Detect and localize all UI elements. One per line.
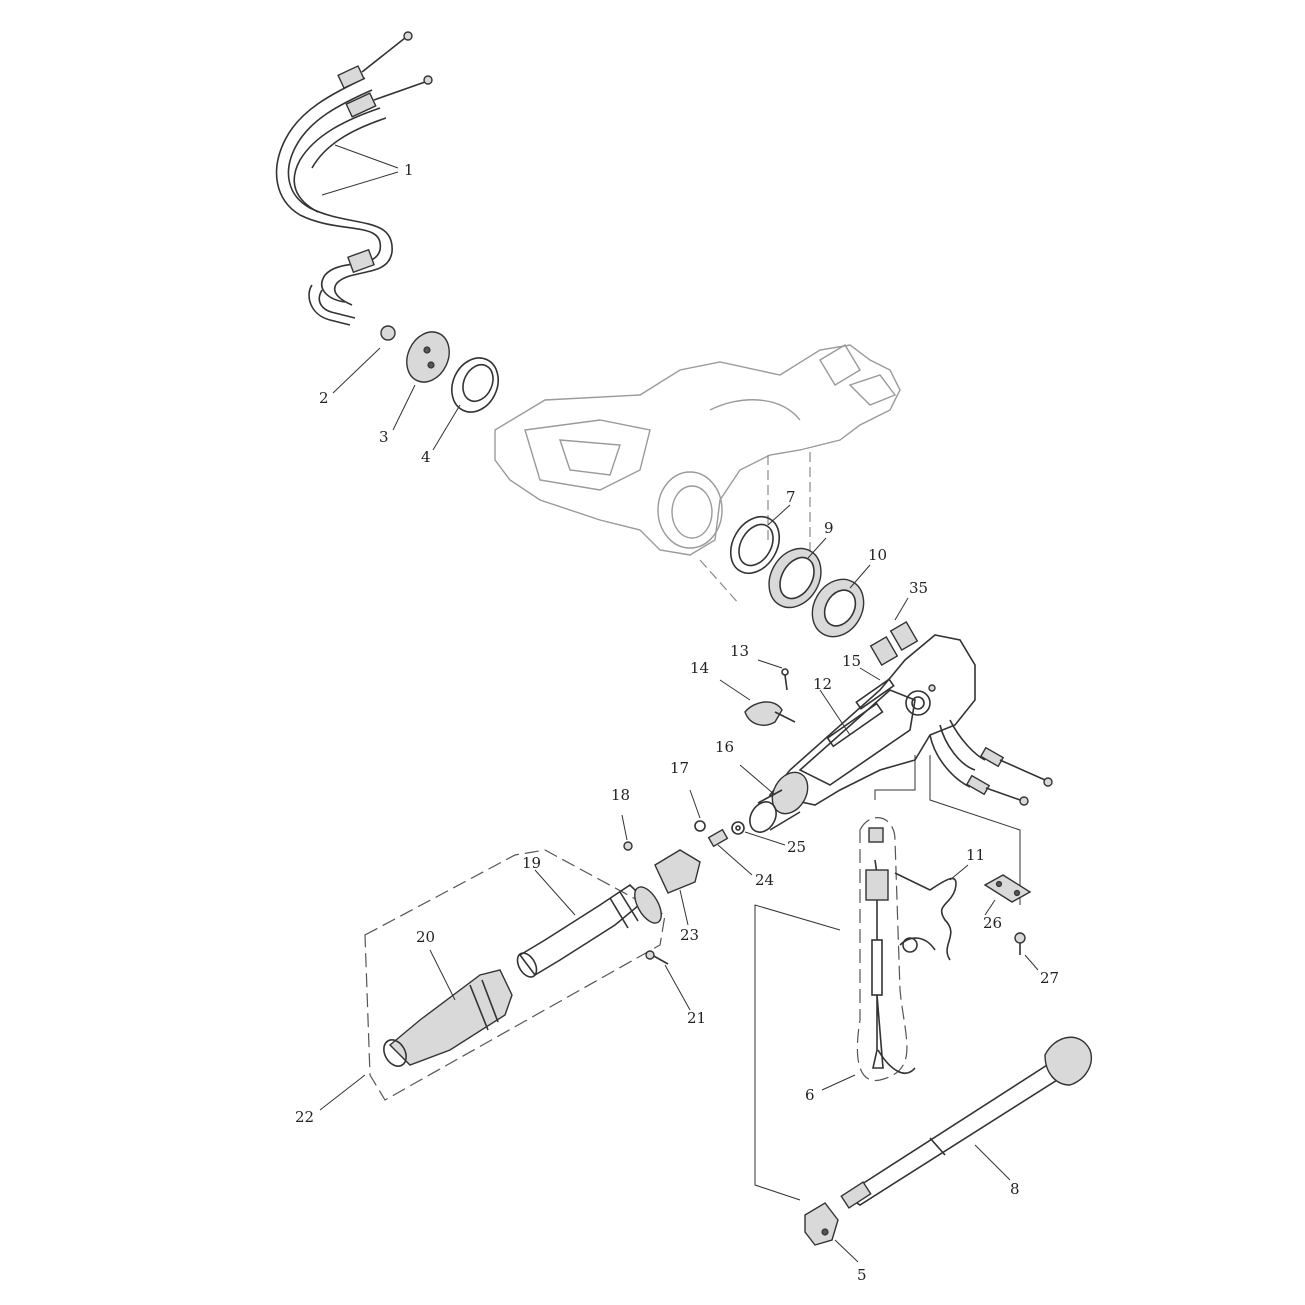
part-5-clip xyxy=(804,1202,859,1263)
callout-19: 19 xyxy=(522,854,541,872)
part-9-washer xyxy=(768,537,827,609)
callout-15: 15 xyxy=(842,652,861,670)
part-35-bolt xyxy=(894,597,909,621)
callout-9: 9 xyxy=(824,519,834,537)
callout-10: 10 xyxy=(868,546,887,564)
part-1-cables xyxy=(275,31,433,326)
callout-25: 25 xyxy=(787,838,806,856)
part-3-plate xyxy=(392,331,450,431)
callout-5: 5 xyxy=(857,1266,867,1284)
part-25-washer xyxy=(731,821,786,846)
callout-2: 2 xyxy=(319,389,329,407)
part-20-grip xyxy=(383,949,513,1067)
part-12-tiller-body xyxy=(749,621,1053,833)
part-21-screw xyxy=(645,950,691,1011)
part-10-bushing xyxy=(811,564,871,638)
callout-13: 13 xyxy=(730,642,749,660)
callout-18: 18 xyxy=(611,786,630,804)
callout-35: 35 xyxy=(909,579,928,597)
part-19-grip-shaft xyxy=(516,869,662,978)
part-14-knob xyxy=(719,679,796,726)
part-8-shaft xyxy=(840,1036,1092,1209)
callout-24: 24 xyxy=(755,871,774,889)
callout-27: 27 xyxy=(1040,969,1059,987)
callout-labels: 1 2 3 4 5 6 7 8 9 10 11 12 13 14 15 16 1… xyxy=(295,161,1059,1284)
callout-4: 4 xyxy=(421,448,431,466)
part-15-label-lead xyxy=(859,667,881,681)
callout-3: 3 xyxy=(379,428,389,446)
part-17-washer xyxy=(689,789,706,832)
callout-16: 16 xyxy=(715,738,734,756)
callout-14: 14 xyxy=(690,659,709,677)
bracket-housing-outline xyxy=(494,344,901,556)
part-2-nut xyxy=(332,325,396,394)
callout-6: 6 xyxy=(805,1086,815,1104)
part-4-bushing xyxy=(432,357,499,451)
callout-17: 17 xyxy=(670,759,689,777)
callout-20: 20 xyxy=(416,928,435,946)
handle-assembly-outline xyxy=(754,755,1021,1201)
part-13-pin xyxy=(757,659,789,691)
part-27-screw xyxy=(1014,932,1039,971)
callout-7: 7 xyxy=(786,488,796,506)
assembly-guide-lines xyxy=(699,452,811,606)
part-6-stop-switch xyxy=(821,817,916,1091)
part-16-lead xyxy=(739,764,776,796)
part-11-lanyard-cord xyxy=(894,864,969,961)
callout-23: 23 xyxy=(680,926,699,944)
callout-22: 22 xyxy=(295,1108,314,1126)
callout-12: 12 xyxy=(813,675,832,693)
callout-11: 11 xyxy=(966,846,985,864)
callout-1: 1 xyxy=(404,161,414,179)
part-24-spring xyxy=(707,828,753,876)
part-22-grip-assembly-outline xyxy=(319,849,666,1111)
part-7-washer xyxy=(729,504,791,575)
callout-21: 21 xyxy=(687,1009,706,1027)
part-23-collar xyxy=(654,849,701,926)
callout-8: 8 xyxy=(1010,1180,1020,1198)
callout-26: 26 xyxy=(983,914,1002,932)
part-18-screw xyxy=(621,814,633,851)
part-26-plate xyxy=(983,874,1032,916)
